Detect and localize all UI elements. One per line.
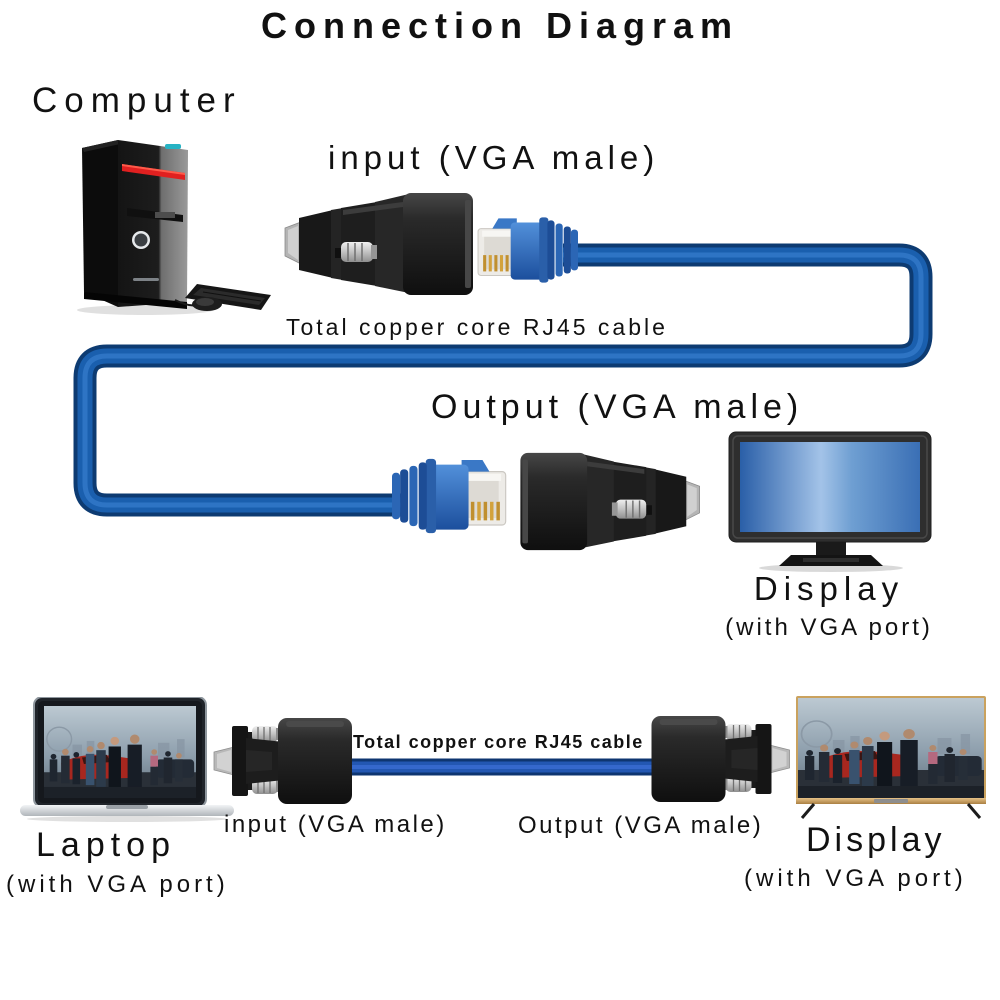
- cable-label-bottom: Total copper core RJ45 cable: [353, 732, 644, 752]
- display-sublabel-bottom: (with VGA port): [744, 865, 967, 892]
- laptop-sublabel: (with VGA port): [6, 871, 229, 898]
- rj45-plug-icon: [477, 217, 578, 283]
- rj45-plug-icon: [392, 458, 507, 534]
- output-vga-male-label-bottom: Output (VGA male): [518, 812, 764, 839]
- input-vga-male-label-top: input (VGA male): [328, 139, 660, 176]
- cable-label-top: Total copper core RJ45 cable: [286, 314, 668, 340]
- laptop-label: Laptop: [36, 826, 176, 864]
- laptop-icon: [20, 697, 234, 822]
- rj45-cable-illustration: [73, 243, 933, 517]
- vga-to-rj45-adapter-icon: [284, 193, 473, 295]
- computer-label: Computer: [32, 81, 242, 120]
- vga-adapter-icon: [213, 718, 352, 804]
- desktop-tower-icon: [77, 140, 271, 315]
- monitor-icon: [728, 431, 932, 572]
- display-label-bottom: Display: [806, 821, 946, 859]
- output-vga-male-label-top: Output (VGA male): [431, 388, 804, 426]
- display-sublabel-top: (with VGA port): [725, 614, 933, 642]
- input-vga-male-label-bottom: input (VGA male): [224, 811, 447, 838]
- display-label-top: Display: [753, 570, 905, 607]
- vga-adapter-icon: [651, 716, 790, 802]
- rj45-cable-straight-illustration: [335, 758, 665, 776]
- display-label-block-top: Display (with VGA port): [695, 570, 963, 642]
- rj45-to-vga-adapter-icon: [520, 452, 700, 551]
- tv-icon: [796, 696, 986, 819]
- page-title: Connection Diagram: [260, 5, 740, 46]
